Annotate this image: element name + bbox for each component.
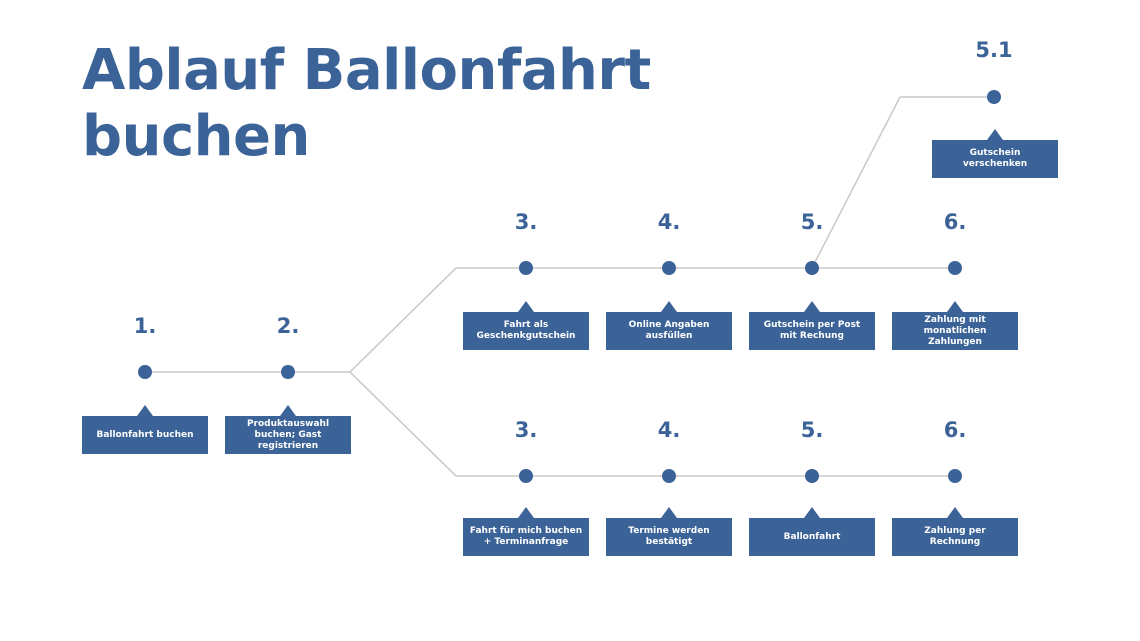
upper-step-6-number: 6. (943, 210, 967, 234)
lower-step-3-dot (519, 469, 533, 483)
lower-step-3-box: Fahrt für mich buchen + Terminanfrage (463, 507, 589, 556)
upper-step-4-box: Online Angaben ausfüllen (606, 301, 732, 350)
branch-lower (349, 371, 457, 477)
branch-upper (349, 267, 457, 373)
upper-step-6-dot (948, 261, 962, 275)
lower-step-6-number: 6. (943, 418, 967, 442)
upper-step-5-box: Gutschein per Post mit Rechung (749, 301, 875, 350)
lower-step-4-dot (662, 469, 676, 483)
step-2-dot (281, 365, 295, 379)
title-line-1: Ablauf Ballonfahrt (82, 38, 651, 103)
step-1-number: 1. (133, 314, 157, 338)
lower-step-4-box: Termine werden bestätigt (606, 507, 732, 556)
upper-step-5-number: 5. (800, 210, 824, 234)
step-2-box: Produktauswahl buchen; Gast registrieren (225, 405, 351, 454)
lower-step-4-number: 4. (657, 418, 681, 442)
page-title: Ablauf Ballonfahrt buchen (82, 38, 682, 170)
lower-step-6-box: Zahlung per Rechnung (892, 507, 1018, 556)
lower-step-3-number: 3. (514, 418, 538, 442)
upper-step-4-number: 4. (657, 210, 681, 234)
upper-step-6-box: Zahlung mit monatlichen Zahlungen (892, 301, 1018, 350)
upper-step-3-number: 3. (514, 210, 538, 234)
lower-step-5-number: 5. (800, 418, 824, 442)
step-1-dot (138, 365, 152, 379)
lower-step-6-dot (948, 469, 962, 483)
lower-step-5-box: Ballonfahrt (749, 507, 875, 556)
upper-step-5-dot (805, 261, 819, 275)
upper-step-3-dot (519, 261, 533, 275)
step-5-1-dot (987, 90, 1001, 104)
title-line-2: buchen (82, 104, 310, 169)
branch-5-1 (811, 96, 901, 269)
upper-step-4-dot (662, 261, 676, 275)
step-1-box: Ballonfahrt buchen (82, 405, 208, 454)
step-5-1-number: 5.1 (975, 38, 1013, 62)
lower-step-5-dot (805, 469, 819, 483)
step-2-number: 2. (276, 314, 300, 338)
step-5-1-box: Gutschein verschenken (932, 129, 1058, 178)
upper-step-3-box: Fahrt als Geschenkgutschein (463, 301, 589, 350)
